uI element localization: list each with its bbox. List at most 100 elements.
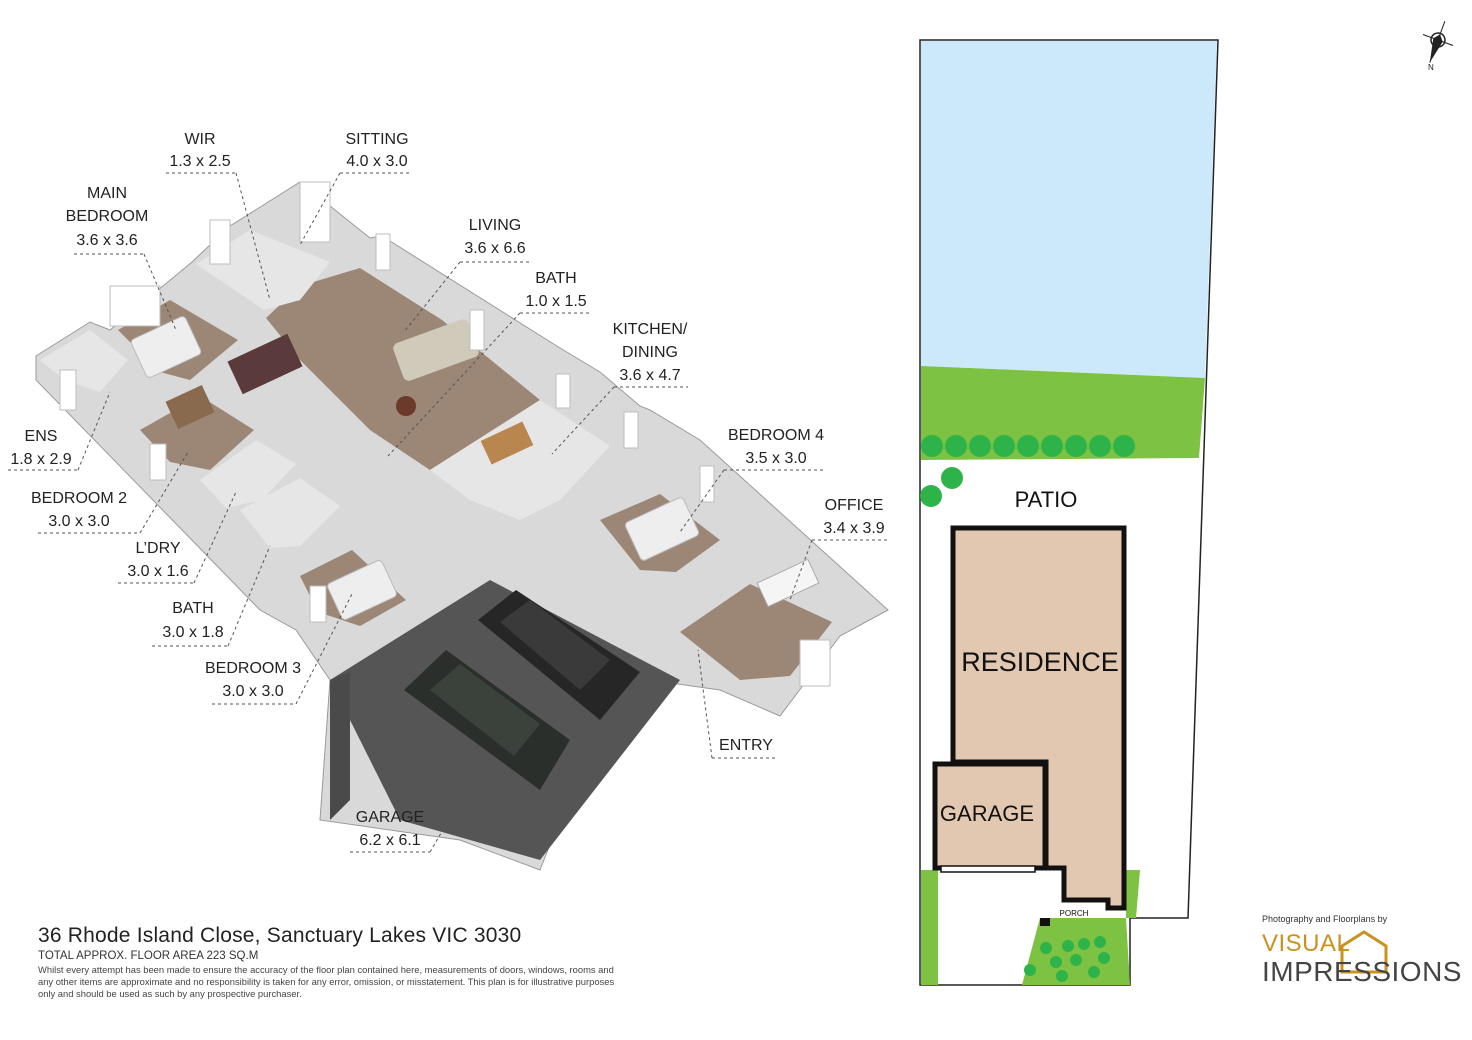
garage-wall [330, 672, 350, 820]
room-label-wir: WIR 1.3 x 2.5 [169, 131, 230, 170]
room-label-office: OFFICE 3.4 x 3.9 [823, 497, 884, 537]
svg-text:3.5 x 3.0: 3.5 x 3.0 [745, 450, 806, 467]
room-label-main-bedroom: MAIN BEDROOM 3.6 x 3.6 [66, 185, 149, 249]
office-floor [680, 584, 832, 680]
sofa-icon [393, 319, 479, 381]
svg-text:3.0 x 1.8: 3.0 x 1.8 [162, 624, 223, 641]
room-label-entry: ENTRY [719, 737, 773, 754]
svg-text:BEDROOM 4: BEDROOM 4 [728, 427, 824, 444]
window [555, 373, 571, 409]
wardrobe-icon [227, 333, 303, 395]
garage-door [940, 865, 1036, 873]
window [109, 285, 161, 327]
bed-icon [130, 316, 202, 378]
patio-label: PATIO [1015, 487, 1078, 512]
room-label-bedroom-4: BEDROOM 4 3.5 x 3.0 [728, 427, 824, 467]
svg-text:MAIN: MAIN [87, 185, 127, 202]
compass-icon [1422, 21, 1454, 63]
svg-text:GARAGE: GARAGE [356, 809, 424, 826]
bed-icon [327, 560, 397, 620]
floor-area: TOTAL APPROX. FLOOR AREA 223 SQ.M [38, 950, 259, 962]
room-label-sitting: SITTING 4.0 x 3.0 [345, 131, 408, 170]
svg-text:L’DRY: L’DRY [135, 540, 180, 557]
site-plan: PATIO RESIDENCE GARAGE PORCH [919, 39, 1219, 986]
svg-text:3.0 x 1.6: 3.0 x 1.6 [127, 563, 188, 580]
window [309, 585, 327, 623]
room-label-bedroom-2: BEDROOM 2 3.0 x 3.0 [31, 490, 127, 530]
svg-text:6.2 x 6.1: 6.2 x 6.1 [359, 832, 420, 849]
bed-icon [624, 497, 700, 561]
brand-caption: Photography and Floorplans by [1262, 914, 1388, 924]
svg-text:ENS: ENS [25, 428, 58, 445]
window [59, 369, 77, 411]
svg-text:ENTRY: ENTRY [719, 737, 773, 754]
svg-text:BATH: BATH [535, 270, 576, 287]
svg-text:BEDROOM: BEDROOM [66, 208, 149, 225]
room-label-garage: GARAGE 6.2 x 6.1 [356, 809, 424, 849]
window [469, 309, 485, 351]
north-label: N [1428, 63, 1434, 72]
svg-text:BATH: BATH [172, 600, 213, 617]
svg-text:SITTING: SITTING [345, 131, 408, 148]
tree-row [920, 435, 1135, 507]
svg-text:1.3 x 2.5: 1.3 x 2.5 [169, 153, 230, 170]
cot-icon [165, 384, 215, 430]
bedroom2-floor [140, 396, 254, 470]
room-label-kitchen-dining: KITCHEN/ DINING 3.6 x 4.7 [613, 321, 688, 384]
svg-text:BEDROOM 2: BEDROOM 2 [31, 490, 127, 507]
footer: 36 Rhode Island Close, Sanctuary Lakes V… [38, 924, 658, 1000]
front-lawn [1126, 870, 1140, 918]
svg-text:3.6 x 4.7: 3.6 x 4.7 [619, 367, 680, 384]
svg-text:OFFICE: OFFICE [825, 497, 884, 514]
front-lawn [1022, 918, 1130, 985]
brand: Photography and Floorplans by VISUAL IMP… [1262, 914, 1462, 986]
svg-text:3.6 x 6.6: 3.6 x 6.6 [464, 240, 525, 257]
table-icon [396, 396, 416, 416]
window [699, 465, 715, 503]
svg-text:1.0 x 1.5: 1.0 x 1.5 [525, 293, 586, 310]
car-icon [404, 650, 570, 790]
room-label-bath-2: BATH 3.0 x 1.8 [162, 600, 223, 641]
window [799, 639, 831, 687]
window [149, 443, 167, 481]
svg-text:3.6 x 3.6: 3.6 x 3.6 [76, 232, 137, 249]
svg-text:LIVING: LIVING [469, 217, 521, 234]
window [299, 181, 331, 243]
shrubs [1024, 936, 1110, 982]
porch-post [1040, 918, 1050, 926]
floorplan-3d [35, 181, 889, 871]
residence-label: RESIDENCE [961, 647, 1119, 677]
dining-table-icon [480, 421, 534, 465]
room-label-bedroom-3: BEDROOM 3 3.0 x 3.0 [205, 660, 301, 700]
bath2-floor [240, 478, 340, 548]
svg-text:1.8 x 2.9: 1.8 x 2.9 [10, 451, 71, 468]
garage-label: GARAGE [940, 801, 1034, 826]
svg-text:3.0 x 3.0: 3.0 x 3.0 [222, 683, 283, 700]
desk-icon [756, 558, 820, 608]
pool-area [921, 41, 1217, 378]
room-label-ens: ENS 1.8 x 2.9 [10, 428, 71, 468]
front-lawn [921, 870, 938, 985]
property-address: 36 Rhode Island Close, Sanctuary Lakes V… [38, 924, 522, 947]
laundry-floor [200, 440, 296, 508]
window [209, 219, 231, 265]
svg-text:WIR: WIR [184, 131, 215, 148]
svg-text:3.4 x 3.9: 3.4 x 3.9 [823, 520, 884, 537]
disclaimer: Whilst every attempt has been made to en… [38, 964, 615, 999]
porch-label: PORCH [1060, 909, 1089, 918]
brand-name-visual: VISUAL [1262, 930, 1351, 957]
lawn-area [921, 366, 1205, 460]
svg-text:3.0 x 3.0: 3.0 x 3.0 [48, 513, 109, 530]
svg-text:4.0 x 3.0: 4.0 x 3.0 [346, 153, 407, 170]
svg-text:KITCHEN/: KITCHEN/ [613, 321, 688, 338]
svg-text:DINING: DINING [622, 344, 678, 361]
label-leaders [8, 172, 888, 853]
room-label-living: LIVING 3.6 x 6.6 [464, 217, 525, 257]
svg-text:BEDROOM 3: BEDROOM 3 [205, 660, 301, 677]
room-label-bath: BATH 1.0 x 1.5 [525, 270, 586, 310]
room-label-laundry: L’DRY 3.0 x 1.6 [127, 540, 188, 580]
car-icon [478, 590, 640, 720]
brand-logo-icon [1340, 930, 1388, 974]
brand-name-impressions: IMPRESSIONS [1262, 956, 1462, 987]
